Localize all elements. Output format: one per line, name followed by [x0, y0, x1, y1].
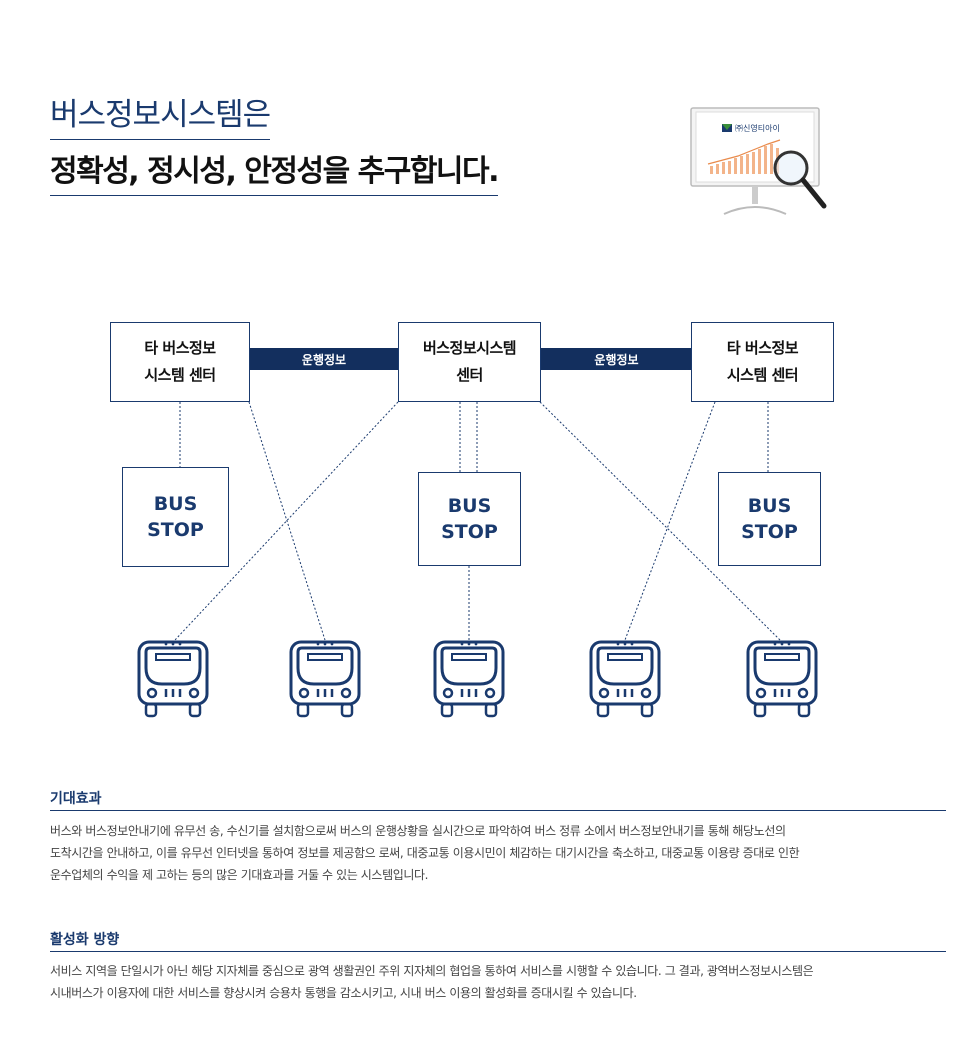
center-label-line2: 센터	[456, 366, 483, 384]
bus-stop-right: BUS STOP	[718, 472, 821, 566]
bus-stop-label-line2: STOP	[741, 521, 798, 543]
bus-stop-label-line2: STOP	[147, 519, 204, 541]
bus-stop-label-line2: STOP	[441, 521, 498, 543]
bus-icon	[746, 640, 818, 718]
section-body-activation-direction: 서비스 지역을 단일시가 아닌 해당 지자체를 중심으로 광역 생활권인 주위 …	[50, 960, 950, 1004]
center-label-line2: 시스템 센터	[144, 366, 216, 384]
other-bis-center-left: 타 버스정보 시스템 센터	[110, 322, 250, 402]
body-line: 버스와 버스정보안내기에 유무선 송, 수신기를 설치함으로써 버스의 운행상황…	[50, 824, 786, 838]
heading-line2: 정확성, 정시성, 안정성을 추구합니다.	[50, 150, 500, 196]
body-line: 운수업체의 수익을 제 고하는 등의 많은 기대효과를 거둘 수 있는 시스템입…	[50, 868, 429, 882]
monitor-logo-text: ㈜신영티아이	[735, 123, 780, 133]
bus-icon	[289, 640, 361, 718]
bus-stop-center: BUS STOP	[418, 472, 521, 566]
center-label-line1: 타 버스정보	[144, 339, 216, 357]
section-divider	[50, 951, 946, 952]
connection-lines	[174, 401, 781, 641]
bis-main-center: 버스정보시스템 센터	[398, 322, 541, 402]
bus-icon	[433, 640, 505, 718]
bus-stop-label-line1: BUS	[747, 495, 792, 517]
body-line: 도착시간을 안내하고, 이를 유무선 인터넷을 통하여 정보를 제공함으 로써,…	[50, 846, 800, 860]
heading-line1: 버스정보시스템은	[50, 93, 271, 140]
link-right-operation-info: 운행정보	[541, 348, 692, 370]
link-left-operation-info: 운행정보	[250, 348, 398, 370]
bus-stop-label-line1: BUS	[447, 495, 492, 517]
section-title-activation-direction: 활성화 방향	[50, 932, 120, 948]
section-title-expected-effects: 기대효과	[50, 791, 102, 807]
monitor-illustration: ㈜신영티아이	[690, 107, 827, 215]
body-line: 시내버스가 이용자에 대한 서비스를 향상시켜 승용차 통행을 감소시키고, 시…	[50, 986, 637, 1000]
section-body-expected-effects: 버스와 버스정보안내기에 유무선 송, 수신기를 설치함으로써 버스의 운행상황…	[50, 820, 950, 886]
bus-stop-label-line1: BUS	[153, 493, 198, 515]
bus-icon	[137, 640, 209, 718]
center-label-line2: 시스템 센터	[726, 366, 799, 384]
other-bis-center-right: 타 버스정보 시스템 센터	[691, 322, 834, 402]
center-label-line1: 타 버스정보	[726, 339, 799, 357]
bus-stop-left: BUS STOP	[122, 467, 229, 567]
body-line: 서비스 지역을 단일시가 아닌 해당 지자체를 중심으로 광역 생활권인 주위 …	[50, 964, 814, 978]
bus-icon	[589, 640, 661, 718]
center-label-line1: 버스정보시스템	[422, 339, 517, 357]
bis-architecture-diagram: 운행정보 운행정보 타 버스정보 시스템 센터 버스정보시스템 센터 타 버스정…	[0, 300, 980, 740]
section-divider	[50, 810, 946, 811]
